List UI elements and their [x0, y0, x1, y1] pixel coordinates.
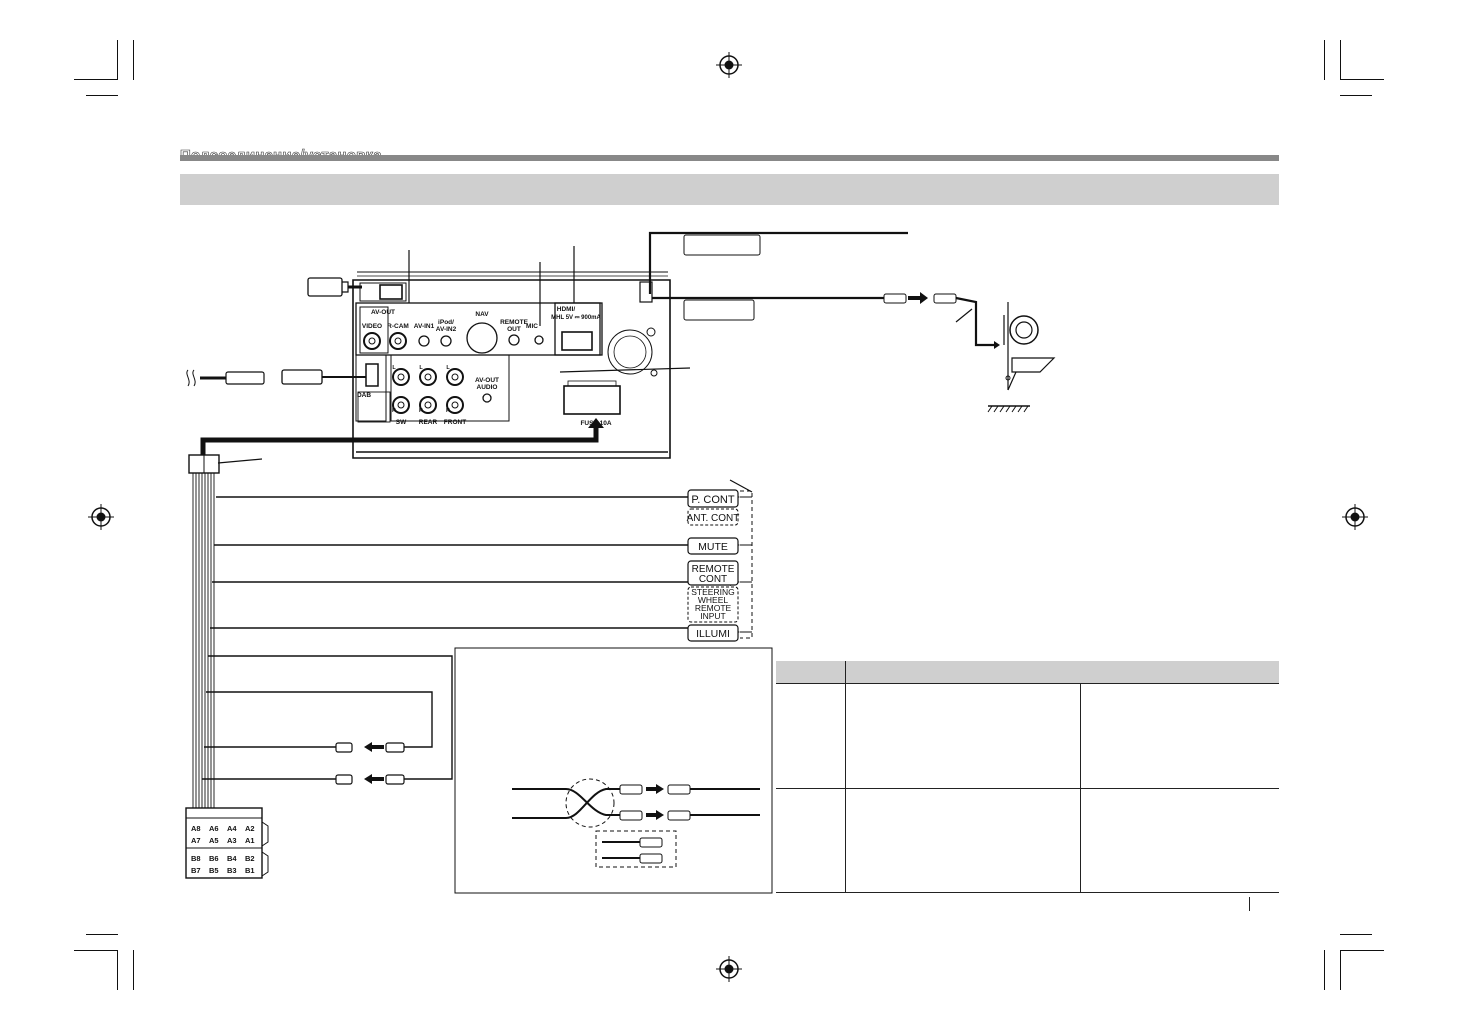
channel-r-label: R — [392, 408, 396, 414]
channel-l-label: L — [392, 365, 396, 371]
r-cam-port-label: R-CAM — [387, 323, 409, 330]
crop-mark — [1324, 950, 1325, 990]
channel-l-label: L — [419, 365, 423, 371]
crop-mark — [1340, 950, 1384, 951]
ant-cont-label-box — [687, 508, 739, 526]
steering-input-label-line4: INPUT — [700, 611, 726, 621]
crop-mark — [1340, 934, 1372, 935]
crop-mark — [74, 950, 118, 951]
crop-mark — [1340, 40, 1341, 80]
iso-pin-label: A7 — [191, 836, 201, 845]
crop-mark — [86, 934, 118, 935]
iso-pin-label: B6 — [209, 854, 219, 863]
crop-mark — [133, 40, 134, 80]
antenna-adapter — [281, 369, 323, 385]
crop-mark — [1340, 79, 1384, 80]
inset-box — [454, 647, 773, 894]
mute-label-box — [687, 537, 739, 555]
table-divider — [776, 892, 1279, 893]
front-port-label: FRONT — [444, 419, 466, 426]
remote-cont-label-line2: CONT — [699, 574, 727, 585]
rear-label-box-2 — [683, 299, 755, 321]
iso-connector — [185, 807, 263, 879]
mic-port-label: MIC — [526, 323, 538, 330]
connection-table — [776, 661, 1279, 893]
table-divider — [776, 683, 1279, 684]
iso-pin-label: B7 — [191, 866, 201, 875]
iso-pin-label: A1 — [245, 836, 255, 845]
hdmi-spec-label: MHL 5V ⎓ 900mA — [551, 315, 601, 321]
channel-l-label: L — [446, 365, 450, 371]
iso-pin-label: A4 — [227, 824, 237, 833]
steering-input-label-line1: STEERING — [691, 587, 734, 597]
av-out-label: AV-OUT — [371, 309, 395, 316]
registration-mark-icon — [88, 504, 114, 530]
fuse-label: FUSE 10A — [580, 420, 611, 427]
table-header — [776, 661, 1279, 683]
steering-input-label-line2: WHEEL — [698, 595, 729, 605]
iso-pin-label: B4 — [227, 854, 237, 863]
p-cont-label: P. CONT — [691, 494, 734, 506]
table-divider — [776, 788, 1279, 789]
hdmi-port-label: HDMI/ — [557, 306, 576, 313]
registration-mark-icon — [716, 52, 742, 78]
sw-port-label: SW — [396, 419, 407, 426]
table-divider — [845, 661, 846, 893]
registration-mark-icon — [1342, 504, 1368, 530]
crop-mark — [74, 79, 118, 80]
channel-r-label: R — [419, 408, 423, 414]
rear-port-label: REAR — [419, 419, 438, 426]
iso-pin-label: B8 — [191, 854, 201, 863]
iso-pin-label: A3 — [227, 836, 237, 845]
crop-mark — [1324, 40, 1325, 80]
hdmi-port-box — [554, 302, 601, 356]
rear-label-box-1 — [683, 234, 761, 256]
iso-pin-label: A8 — [191, 824, 201, 833]
antenna-plug — [225, 371, 265, 385]
crop-mark — [133, 950, 134, 990]
crop-mark — [1340, 95, 1372, 96]
header-rule — [180, 155, 1279, 161]
steering-input-label-box — [687, 586, 739, 623]
registration-mark-icon — [716, 956, 742, 982]
av-in1-port-label: AV-IN1 — [414, 323, 435, 330]
iso-pin-label: B5 — [209, 866, 219, 875]
p-cont-label-box — [687, 489, 739, 508]
illumi-label: ILLUMI — [696, 628, 730, 640]
hdmi-socket — [561, 331, 593, 351]
crop-mark — [86, 95, 118, 96]
page-number-bar — [1249, 897, 1250, 911]
crop-mark — [117, 40, 118, 80]
video-port-label: VIDEO — [362, 323, 382, 330]
iso-pin-label: B2 — [245, 854, 255, 863]
iso-pin-label: A2 — [245, 824, 255, 833]
header-band — [180, 174, 1279, 205]
iso-pin-label: B1 — [245, 866, 255, 875]
mute-label: MUTE — [698, 541, 728, 553]
section-title: Подсоединение/установка — [180, 147, 382, 158]
steering-input-label-line3: REMOTE — [695, 603, 732, 613]
iso-pin-label: A5 — [209, 836, 219, 845]
remote-cont-label-box — [687, 560, 739, 586]
unit-chassis — [352, 279, 671, 459]
crop-mark — [1340, 950, 1341, 990]
illumi-label-box — [687, 624, 739, 642]
dab-port-label: DAB — [357, 392, 371, 399]
nav-port-label: NAV — [475, 311, 489, 318]
iso-pin-label: B3 — [227, 866, 237, 875]
power-connector-socket — [563, 385, 621, 415]
usb-plug — [307, 277, 343, 297]
ipod-av-in2-port-label: iPod/AV-IN2 — [436, 319, 457, 333]
remote-cont-label-line1: REMOTE — [692, 564, 735, 575]
iso-pin-label: A6 — [209, 824, 219, 833]
ant-cont-label: ANT. CONT — [687, 513, 740, 524]
channel-r-label: R — [446, 408, 450, 414]
crop-mark — [117, 950, 118, 990]
